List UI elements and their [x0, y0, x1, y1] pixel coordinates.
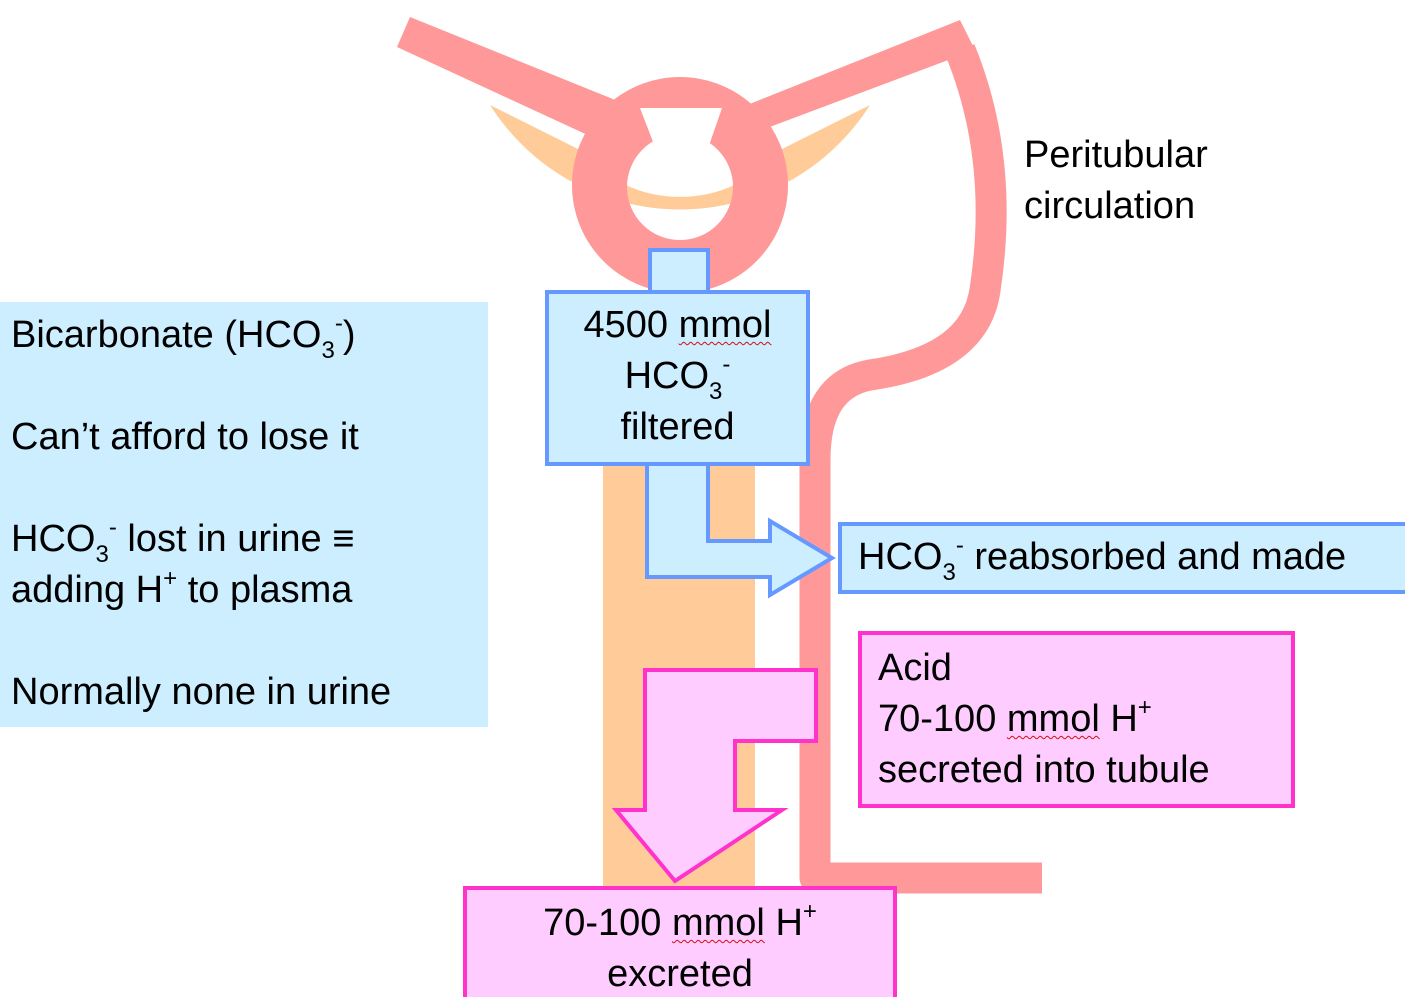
excreted-status: excreted: [607, 953, 753, 995]
bicarbonate-info-panel: Bicarbonate (HCO3-) Can’t afford to lose…: [0, 302, 488, 727]
peritubular-label-line1: Peritubular: [1024, 134, 1208, 176]
peritubular-label-line2: circulation: [1024, 185, 1196, 227]
info-line-cant-afford: Can’t afford to lose it: [11, 416, 359, 458]
filter-connector: [648, 248, 710, 294]
info-line-lost-in-urine: HCO3- lost in urine ≡: [11, 514, 355, 568]
reabsorbed-box: HCO3- reabsorbed and made: [838, 522, 1405, 594]
excretion-arrow: [611, 668, 818, 884]
info-line-adding-h: adding H+ to plasma: [11, 565, 353, 611]
efferent-arteriole: [722, 20, 975, 140]
info-line-normally-none: Normally none in urine: [11, 671, 392, 713]
glomerulus: [572, 77, 788, 293]
afferent-arteriole: [397, 17, 640, 150]
filtered-box: 4500 mmol HCO3- filtered: [545, 290, 810, 466]
filtered-ion: HCO3-: [624, 351, 731, 405]
acid-amount: 70-100 mmol H+: [878, 694, 1152, 740]
excreted-box: 70-100 mmol H+ excreted: [463, 886, 897, 997]
reabsorption-arrow: [645, 462, 836, 599]
acid-secretion-box: Acid 70-100 mmol H+ secreted into tubule: [858, 631, 1295, 808]
reabsorbed-text: HCO3- reabsorbed and made: [858, 532, 1347, 586]
excreted-amount: 70-100 mmol H+: [543, 898, 817, 944]
info-line-title: Bicarbonate (HCO3-): [11, 310, 356, 364]
acid-label: Acid: [878, 647, 952, 689]
acid-secreted: secreted into tubule: [878, 749, 1210, 791]
filtered-amount: 4500 mmol: [583, 304, 772, 346]
peritubular-capillary: [799, 44, 1042, 894]
peritubular-label: Peritubular circulation: [1024, 130, 1208, 232]
glomerulus-notch: [640, 108, 722, 160]
filtered-status: filtered: [620, 406, 735, 448]
